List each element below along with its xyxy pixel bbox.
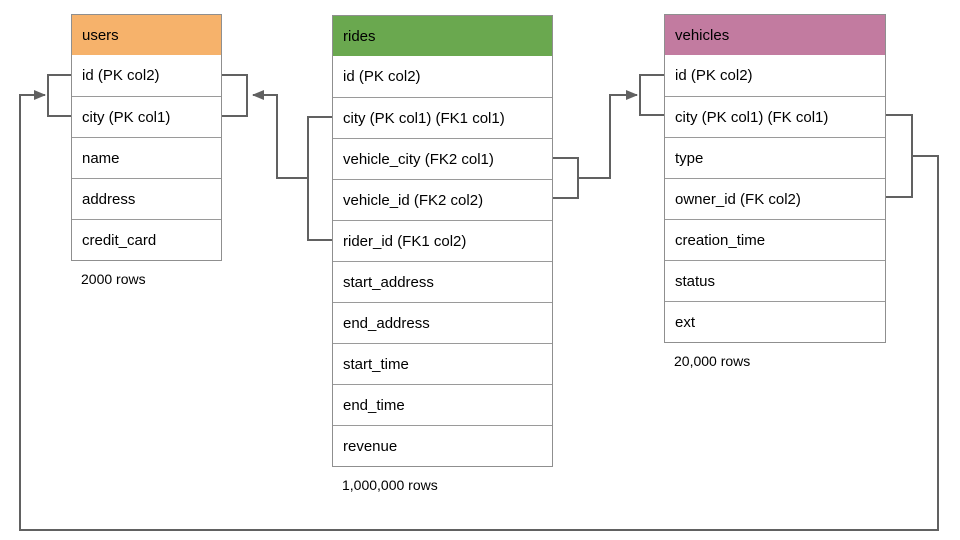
table-users-col-id: id (PK col2)	[72, 55, 221, 96]
vehicles-left-bracket	[639, 74, 664, 116]
table-users-col-address: address	[72, 178, 221, 219]
table-rides-col-start-time: start_time	[333, 343, 552, 384]
rides-left-bracket	[307, 116, 332, 241]
table-users-header: users	[72, 15, 221, 55]
table-rides-header: rides	[333, 16, 552, 56]
table-rides-col-vehicle-city: vehicle_city (FK2 col1)	[333, 138, 552, 179]
table-rides-rowcount: 1,000,000 rows	[342, 477, 438, 493]
rides-to-vehicles-arrow-line	[578, 90, 638, 179]
table-rides-col-id: id (PK col2)	[333, 56, 552, 97]
table-rides-col-vehicle-id: vehicle_id (FK2 col2)	[333, 179, 552, 220]
table-rides-col-end-address: end_address	[333, 302, 552, 343]
table-rides: rides id (PK col2) city (PK col1) (FK1 c…	[332, 15, 553, 493]
table-rides-col-city: city (PK col1) (FK1 col1)	[333, 97, 552, 138]
table-users: users id (PK col2) city (PK col1) name a…	[71, 14, 222, 287]
table-rides-col-end-time: end_time	[333, 384, 552, 425]
users-left-bracket	[47, 74, 71, 117]
table-vehicles-col-ext: ext	[665, 301, 885, 342]
table-users-rowcount: 2000 rows	[81, 271, 146, 287]
rides-right-bracket	[553, 157, 579, 199]
relation-rides-to-vehicles	[553, 74, 664, 199]
table-vehicles-col-city: city (PK col1) (FK col1)	[665, 96, 885, 137]
table-vehicles-rowcount: 20,000 rows	[674, 353, 751, 369]
table-users-col-city: city (PK col1)	[72, 96, 221, 137]
table-rides-col-start-address: start_address	[333, 261, 552, 302]
users-right-bracket	[222, 74, 248, 117]
rides-to-users-arrow-line	[252, 90, 308, 179]
table-vehicles-col-type: type	[665, 137, 885, 178]
table-vehicles-header: vehicles	[665, 15, 885, 55]
relation-rides-to-users	[222, 74, 332, 241]
table-rides-col-rider-id: rider_id (FK1 col2)	[333, 220, 552, 261]
table-users-col-credit-card: credit_card	[72, 219, 221, 260]
table-vehicles-col-status: status	[665, 260, 885, 301]
table-vehicles: vehicles id (PK col2) city (PK col1) (FK…	[664, 14, 886, 369]
table-vehicles-col-creation-time: creation_time	[665, 219, 885, 260]
table-rides-col-revenue: revenue	[333, 425, 552, 466]
vehicles-right-bracket	[886, 114, 913, 198]
table-vehicles-col-id: id (PK col2)	[665, 55, 885, 96]
table-users-col-name: name	[72, 137, 221, 178]
table-vehicles-col-owner-id: owner_id (FK col2)	[665, 178, 885, 219]
